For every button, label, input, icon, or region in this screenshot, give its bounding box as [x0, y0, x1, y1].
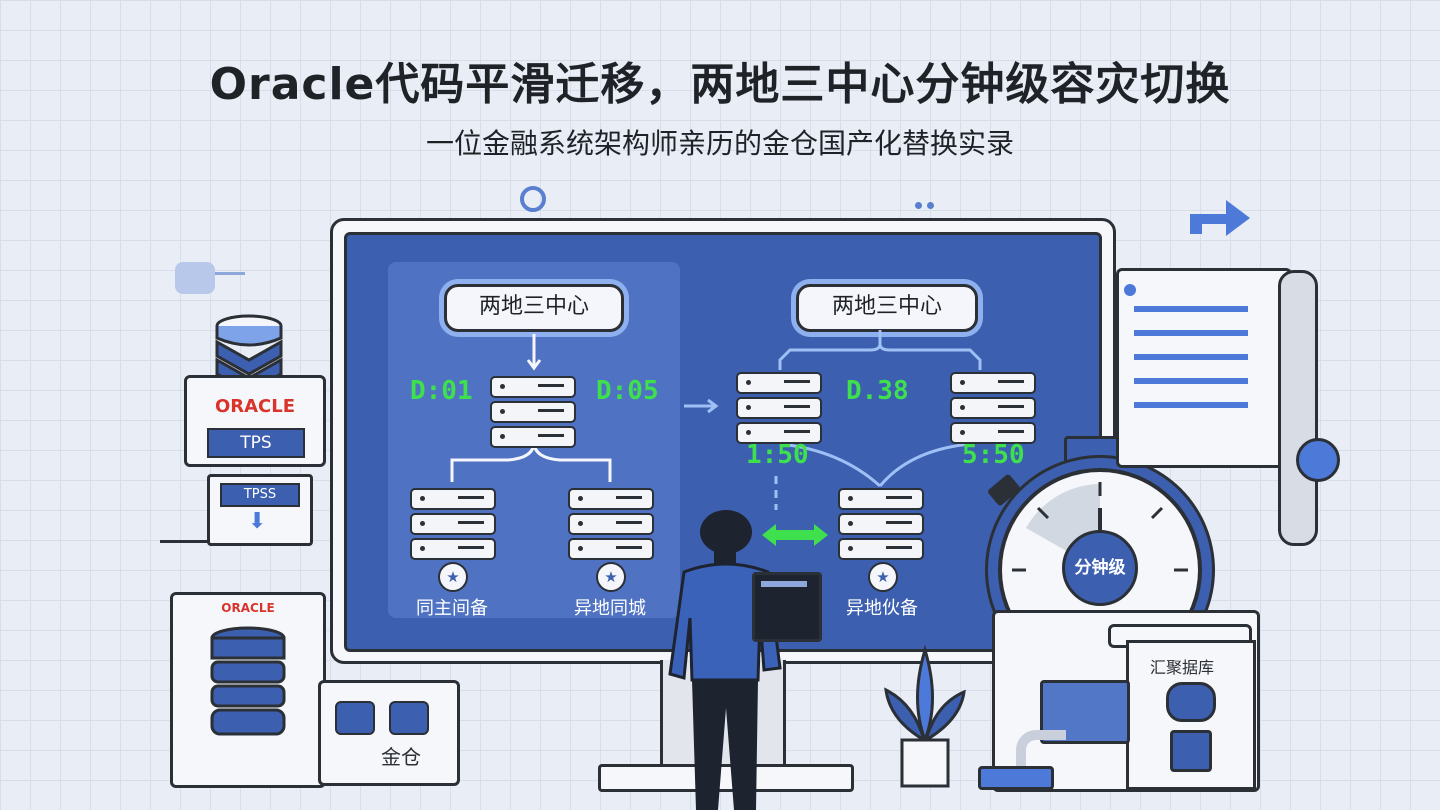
database-cylinder-icon: [210, 626, 286, 736]
kingbase-card: 金仓: [318, 680, 460, 786]
right-diagram-connectors: [684, 330, 982, 510]
sign-label: 汇聚据库: [1150, 658, 1215, 677]
floor-plate: [978, 766, 1054, 790]
node-b-label: 异地同城: [574, 598, 646, 619]
server-primary: [490, 376, 576, 451]
server-node-b: [568, 488, 654, 563]
node-a-label: 同主间备: [416, 598, 488, 619]
server-site-3: [838, 488, 924, 563]
tpss-badge: TPSS: [220, 483, 300, 507]
stopwatch-center-label: 分钟级: [1062, 530, 1138, 606]
page-subtitle: 一位金融系统架构师亲历的金仓国产化替换实录: [425, 127, 1014, 160]
document-scroll: [1116, 268, 1292, 468]
pipe-icon: [1016, 730, 1066, 780]
timer-left-b: D:05: [596, 376, 659, 406]
plant-icon: [884, 644, 966, 788]
chat-bubble-icon: [175, 262, 215, 294]
sync-arrow-icon: [762, 524, 828, 546]
timer-right-left: 1:50: [746, 440, 809, 470]
right-diagram-title: 两地三中心: [796, 284, 978, 332]
tablet-screen: [752, 572, 822, 642]
blue-dot-icon: [1296, 438, 1340, 482]
arrow-down-icon: ⬇: [248, 509, 267, 534]
dots-icon: [915, 202, 937, 210]
node-c-label: 异地伙备: [846, 598, 918, 619]
server-site-2: [950, 372, 1036, 447]
left-diagram-title: 两地三中心: [444, 284, 624, 332]
kingbase-logo-icon: [335, 701, 375, 735]
document-bullet-icon: [1124, 284, 1136, 296]
oracle-logo-text: ORACLE: [214, 396, 296, 417]
cloud-lock-icon: [1166, 682, 1216, 722]
tps-badge: TPS: [207, 428, 305, 458]
gear-icon: [520, 186, 546, 212]
star-icon-b: ★: [596, 562, 626, 592]
document-tray-icon: [1040, 680, 1130, 744]
decor-line: [215, 272, 245, 275]
kingbase-logo-icon-2: [389, 701, 429, 735]
document-scroll-roll: [1278, 270, 1318, 546]
page-title: Oracle代码平滑迁移，两地三中心分钟级容灾切换: [209, 59, 1231, 110]
shield-folder-icon: [1170, 730, 1212, 772]
server-node-a: [410, 488, 496, 563]
tpss-card: TPSS ⬇: [207, 474, 313, 546]
server-site-1: [736, 372, 822, 447]
document-lines: [1134, 306, 1248, 436]
timer-left-a: D:01: [410, 376, 473, 406]
star-icon-c: ★: [868, 562, 898, 592]
arrow-right-icon: [1190, 200, 1250, 236]
timer-right-right: 5:50: [962, 440, 1025, 470]
cabinet-oracle-label: ORACLE: [221, 601, 275, 615]
monitor-base: [598, 764, 854, 792]
star-icon-a: ★: [438, 562, 468, 592]
oracle-card: ORACLE TPS: [184, 375, 326, 467]
kingbase-label: 金仓: [381, 745, 421, 769]
architect-figure: [668, 510, 782, 810]
timer-right-top: D.38: [846, 376, 909, 406]
